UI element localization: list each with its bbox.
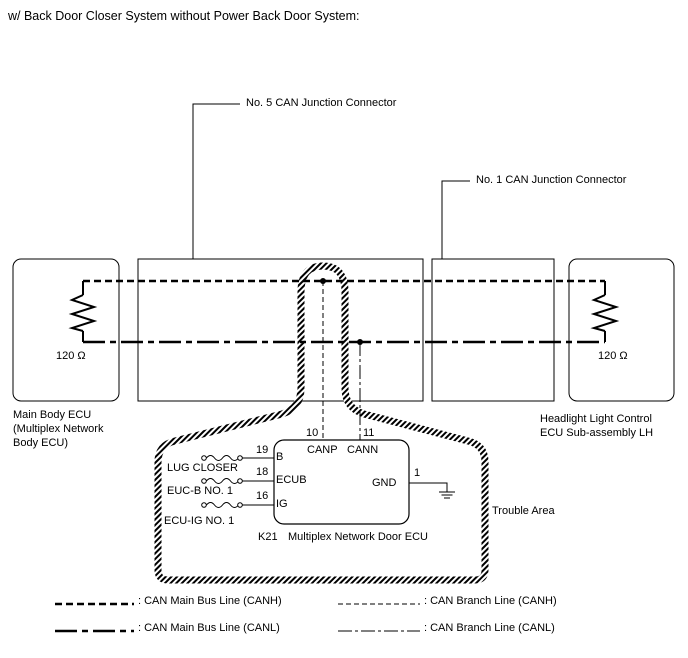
right-terminating-resistor [590, 281, 620, 342]
pin-ecub-label: ECUB [276, 474, 307, 486]
legend-main-canl: : CAN Main Bus Line (CANL) [138, 622, 280, 634]
trouble-area-label: Trouble Area [492, 505, 555, 517]
pin-ecub-number: 18 [256, 466, 268, 478]
no5-junction-connector-box [137, 258, 424, 402]
door-ecu-box [273, 439, 410, 525]
canp-label: CANP [307, 444, 338, 456]
trouble-area-outline [154, 262, 489, 584]
fuse-ecu-ig-no1-label: ECU-IG NO. 1 [164, 515, 234, 527]
left-terminating-resistor [68, 281, 98, 342]
canh-junction-dot [320, 278, 326, 284]
cann-label: CANN [347, 444, 378, 456]
fuse-ecub-no1-label: EUC-B NO. 1 [167, 485, 233, 497]
no5-connector-label: No. 5 CAN Junction Connector [246, 97, 397, 109]
cann-pin-number: 11 [363, 427, 374, 439]
canl-junction-dot [357, 339, 363, 345]
no5-connector-leader [192, 103, 240, 259]
ground-icon [439, 491, 455, 499]
door-ecu-name: Multiplex Network Door ECU [288, 531, 428, 543]
no1-connector-label: No. 1 CAN Junction Connector [476, 174, 627, 186]
headlight-ecu-label: Headlight Light Control ECU Sub-assembly… [540, 413, 655, 439]
no1-connector-leader [441, 180, 470, 259]
gnd-wire [409, 482, 448, 492]
pin-ig-number: 16 [256, 490, 268, 502]
main-body-ecu-label: Main Body ECU (Multiplex Network Body EC… [13, 409, 107, 449]
fuse-icon [201, 478, 243, 484]
left-resistor-value: 120 Ω [56, 350, 86, 362]
pin-b-number: 19 [256, 444, 268, 456]
legend-main-canh: : CAN Main Bus Line (CANH) [138, 595, 282, 607]
gnd-pin-number: 1 [414, 467, 420, 479]
fuse-lug-closer-label: LUG CLOSER [167, 462, 238, 474]
door-ecu-connector-id: K21 [258, 531, 278, 543]
gnd-label: GND [372, 477, 397, 489]
fuse-icon [201, 502, 243, 508]
legend-branch-canh: : CAN Branch Line (CANH) [424, 595, 557, 607]
fuse-icon [201, 455, 243, 461]
pin-ig-label: IG [276, 498, 288, 510]
pin-b-label: B [276, 451, 283, 463]
headlight-ecu-box [568, 258, 675, 402]
no1-junction-connector-box [431, 258, 555, 402]
legend-branch-canl: : CAN Branch Line (CANL) [424, 622, 555, 634]
main-body-ecu-box [12, 258, 120, 402]
diagram-title: w/ Back Door Closer System without Power… [7, 9, 360, 23]
canp-pin-number: 10 [306, 427, 318, 439]
right-resistor-value: 120 Ω [598, 350, 628, 362]
